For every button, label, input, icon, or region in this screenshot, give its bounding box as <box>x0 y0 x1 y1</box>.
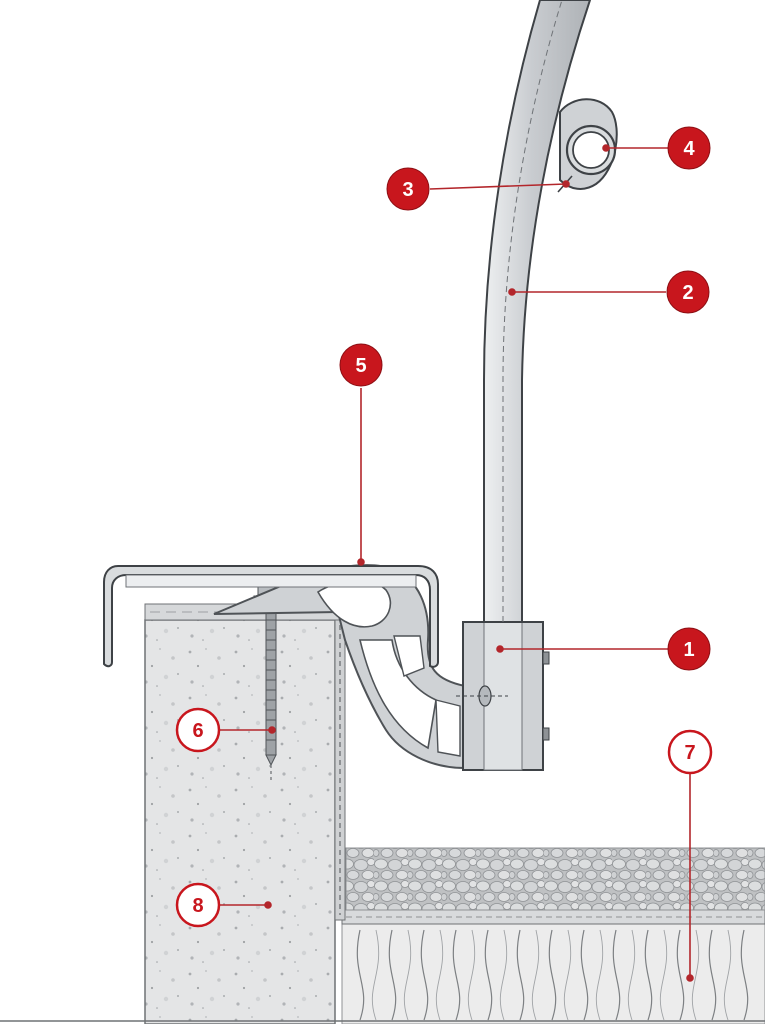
callout-label-8: 8 <box>192 895 203 917</box>
callout-2: 2 <box>666 270 710 314</box>
callout-label-7: 7 <box>684 742 695 764</box>
leader-dot-7 <box>686 974 694 982</box>
callout-4: 4 <box>667 126 711 170</box>
callout-label-3: 3 <box>402 179 413 201</box>
post-shoe <box>456 621 550 771</box>
gravel-layer <box>345 847 765 911</box>
leader-dot-5 <box>357 558 365 566</box>
callout-label-2: 2 <box>682 282 693 304</box>
leader-dot-2 <box>508 288 516 296</box>
handrail-tube <box>557 98 618 193</box>
curved-post <box>483 0 592 623</box>
callout-1: 1 <box>667 627 711 671</box>
callout-label-5: 5 <box>355 355 366 377</box>
callout-8: 8 <box>175 882 221 928</box>
leader-dot-6 <box>268 726 276 734</box>
insulation-layer <box>341 923 765 1024</box>
callout-6: 6 <box>175 707 221 753</box>
membrane-layer <box>341 909 765 925</box>
leader-dot-3 <box>562 180 570 188</box>
callout-7: 7 <box>667 729 713 775</box>
leader-lines <box>220 144 694 982</box>
leader-dot-8 <box>264 901 272 909</box>
concrete-parapet <box>144 603 346 1024</box>
callout-5: 5 <box>339 343 383 387</box>
leader-dot-1 <box>496 645 504 653</box>
callout-label-4: 4 <box>683 138 695 160</box>
callout-label-6: 6 <box>192 720 203 742</box>
callout-3: 3 <box>386 167 430 211</box>
cover-profile <box>103 565 439 668</box>
callout-label-1: 1 <box>683 639 694 661</box>
callout-badges: 1 2 3 4 5 6 7 8 <box>175 126 713 928</box>
leader-dot-4 <box>602 144 610 152</box>
leader-line-3 <box>429 183 567 190</box>
